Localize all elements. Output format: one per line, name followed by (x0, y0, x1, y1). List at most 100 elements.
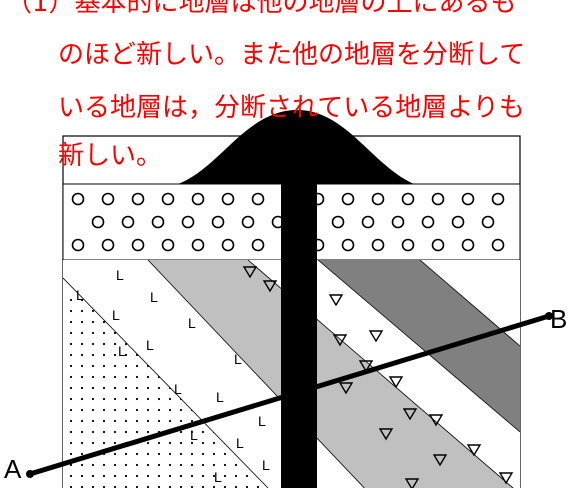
sand-dot (91, 408, 95, 412)
pebble-mark (191, 238, 205, 252)
l-mark: L (190, 427, 198, 443)
sand-dot (212, 441, 216, 445)
sand-dot (168, 463, 172, 467)
triangle-mark (378, 428, 394, 441)
line-a-b (29, 313, 550, 477)
sand-dot (146, 386, 150, 390)
triangle-mark (358, 360, 374, 373)
sand-dot (157, 452, 161, 456)
triangle-mark (402, 408, 418, 421)
pebble-mark (391, 215, 405, 229)
sand-dot (168, 441, 172, 445)
pebble-mark (191, 192, 205, 206)
sand-dot (69, 331, 73, 335)
sand-dot (80, 474, 84, 478)
sand-dot (168, 408, 172, 412)
sand-dot (102, 353, 106, 357)
triangle-mark (498, 472, 514, 485)
sand-dot (157, 419, 161, 423)
sand-dot (135, 452, 139, 456)
sand-dot (157, 386, 161, 390)
sand-dot (91, 397, 95, 401)
sand-dot (113, 419, 117, 423)
sand-dot (80, 364, 84, 368)
pebble-mark (71, 192, 85, 206)
sand-dot (102, 331, 106, 335)
sand-dot (91, 320, 95, 324)
sand-dot (223, 463, 227, 467)
pebble-mark (101, 238, 115, 252)
sand-dot (190, 452, 194, 456)
sand-dot (135, 364, 139, 368)
sand-dot (69, 463, 73, 467)
pebble-mark (181, 215, 195, 229)
sand-dot (113, 430, 117, 434)
pebble-mark (461, 192, 475, 206)
sand-dot (179, 474, 183, 478)
sand-dot (234, 463, 238, 467)
sand-dot (113, 353, 117, 357)
pebble-mark (161, 192, 175, 206)
sand-dot (113, 474, 117, 478)
sand-dot (80, 452, 84, 456)
sand-dot (168, 474, 172, 478)
point-a-marker (26, 470, 34, 478)
sand-dot (124, 430, 128, 434)
sand-dot (102, 386, 106, 390)
sand-dot (212, 452, 216, 456)
sand-dot (157, 474, 161, 478)
sand-dot (102, 430, 106, 434)
l-mark: L (150, 289, 158, 305)
sand-dot (80, 320, 84, 324)
sand-dot (113, 397, 117, 401)
sand-dot (80, 298, 84, 302)
sand-dot (113, 342, 117, 346)
sand-dot (113, 331, 117, 335)
sand-dot (102, 342, 106, 346)
pebble-mark (401, 238, 415, 252)
pebble-mark (421, 215, 435, 229)
pebble-mark (221, 192, 235, 206)
sand-dot (124, 397, 128, 401)
sand-dot (179, 441, 183, 445)
sand-dot (69, 474, 73, 478)
sand-dot (80, 386, 84, 390)
sand-dot (91, 430, 95, 434)
sand-dot (146, 397, 150, 401)
explanation-line-1: （1）基本的に地層は他の地層の上にあるも (6, 0, 517, 18)
sand-dot (179, 452, 183, 456)
pebble-mark (401, 192, 415, 206)
sand-dot (91, 342, 95, 346)
sand-dot (245, 474, 249, 478)
sand-dot (80, 441, 84, 445)
sand-dot (157, 397, 161, 401)
sand-dot (102, 441, 106, 445)
pebble-mark (131, 192, 145, 206)
sand-dot (69, 298, 73, 302)
sand-dot (69, 419, 73, 423)
pebble-mark (361, 215, 375, 229)
sand-dot (102, 474, 106, 478)
sand-dot (102, 320, 106, 324)
triangle-mark (338, 382, 354, 395)
sand-dot (201, 452, 205, 456)
sand-dot (146, 408, 150, 412)
sand-dot (201, 430, 205, 434)
sand-dot (69, 430, 73, 434)
pebble-mark (211, 215, 225, 229)
sand-dot (102, 375, 106, 379)
sand-dot (80, 430, 84, 434)
sand-dot (80, 463, 84, 467)
sand-dot (91, 386, 95, 390)
pebble-mark (341, 192, 355, 206)
sand-dot (190, 419, 194, 423)
vertical-dike (281, 128, 317, 488)
sand-dot (157, 441, 161, 445)
triangle-mark (428, 414, 444, 427)
sand-dot (69, 364, 73, 368)
sand-dot (146, 419, 150, 423)
pebble-mark (431, 238, 445, 252)
triangle-mark (242, 266, 258, 279)
l-mark: L (214, 469, 222, 485)
